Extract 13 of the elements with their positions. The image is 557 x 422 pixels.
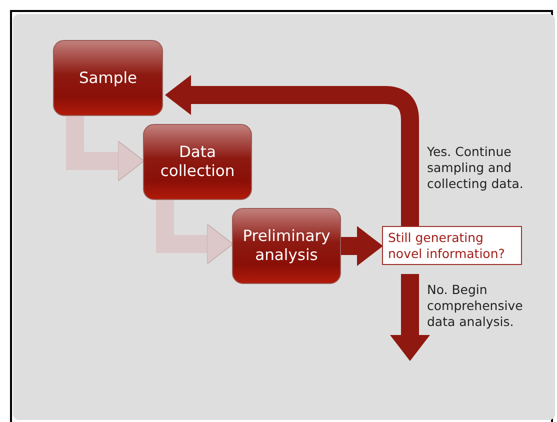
block-arrow <box>390 274 430 361</box>
block-arrow <box>341 226 383 266</box>
process-box <box>143 124 252 200</box>
process-box <box>232 208 341 284</box>
decision-box <box>382 226 522 265</box>
step-label: Sample <box>78 68 138 88</box>
step-label: Data collection <box>159 143 236 181</box>
question-text: Still generating novel information? <box>388 230 506 262</box>
block-arrow <box>165 75 419 226</box>
block-arrow <box>66 116 144 182</box>
step-label: Preliminary analysis <box>242 227 332 265</box>
block-arrow <box>156 200 234 264</box>
process-box <box>53 40 163 116</box>
